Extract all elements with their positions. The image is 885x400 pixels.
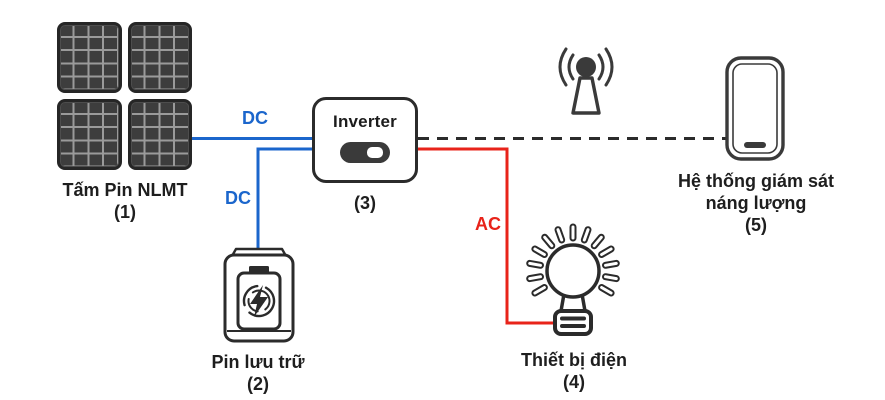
signal-wave-icon: [567, 53, 575, 81]
device-label-text: Thiết bị điện: [521, 350, 627, 370]
wire-ac-inverter-to-device: [418, 147, 557, 325]
dc-label-solar: DC: [242, 108, 268, 128]
solar-label: Tấm Pin NLMT (1): [35, 179, 215, 223]
light-bulb-icon: [526, 223, 620, 336]
wireless-antenna-icon: [558, 47, 614, 115]
solar-panel-module: [57, 99, 122, 170]
signal-wave-icon: [604, 47, 614, 87]
bulb-neck: [559, 293, 587, 312]
inverter-number: (3): [354, 193, 376, 213]
bulb-base: [553, 309, 593, 336]
charging-bolt-icon: [242, 284, 276, 318]
ac-label: AC: [475, 214, 501, 234]
solar-label-text: Tấm Pin NLMT: [62, 180, 188, 200]
signal-wave-icon: [558, 47, 568, 87]
monitor-label: Hệ thống giám sát náng lượng (5): [658, 170, 854, 236]
signal-wave-icon: [597, 53, 605, 81]
solar-panel-module: [57, 22, 122, 93]
bulb-rays: [526, 223, 620, 297]
smartphone-icon: [725, 56, 785, 161]
bulb-glass: [545, 243, 601, 299]
battery-number: (2): [247, 374, 269, 394]
solar-number: (1): [114, 202, 136, 222]
battery-label-text: Pin lưu trữ: [211, 352, 305, 372]
device-number: (4): [563, 372, 585, 392]
battery-label: Pin lưu trữ (2): [188, 351, 328, 395]
solar-panel-module: [127, 99, 192, 170]
toggle-knob: [367, 147, 383, 158]
wire-dc-battery-to-inverter: [256, 147, 316, 254]
device-label: Thiết bị điện (4): [500, 349, 648, 393]
inverter-title: Inverter: [333, 112, 397, 131]
inverter-toggle-icon: [340, 142, 390, 163]
phone-home-bar: [744, 142, 766, 148]
monitor-label-line2: náng lượng: [705, 193, 807, 213]
dc-label-battery: DC: [225, 188, 251, 208]
monitor-number: (5): [745, 215, 767, 235]
solar-panel-icon: [57, 22, 192, 170]
battery-storage-icon: [223, 247, 295, 343]
monitor-label-line1: Hệ thống giám sát: [677, 171, 834, 191]
inverter-box: Inverter: [312, 97, 418, 183]
solar-panel-module: [127, 22, 192, 93]
